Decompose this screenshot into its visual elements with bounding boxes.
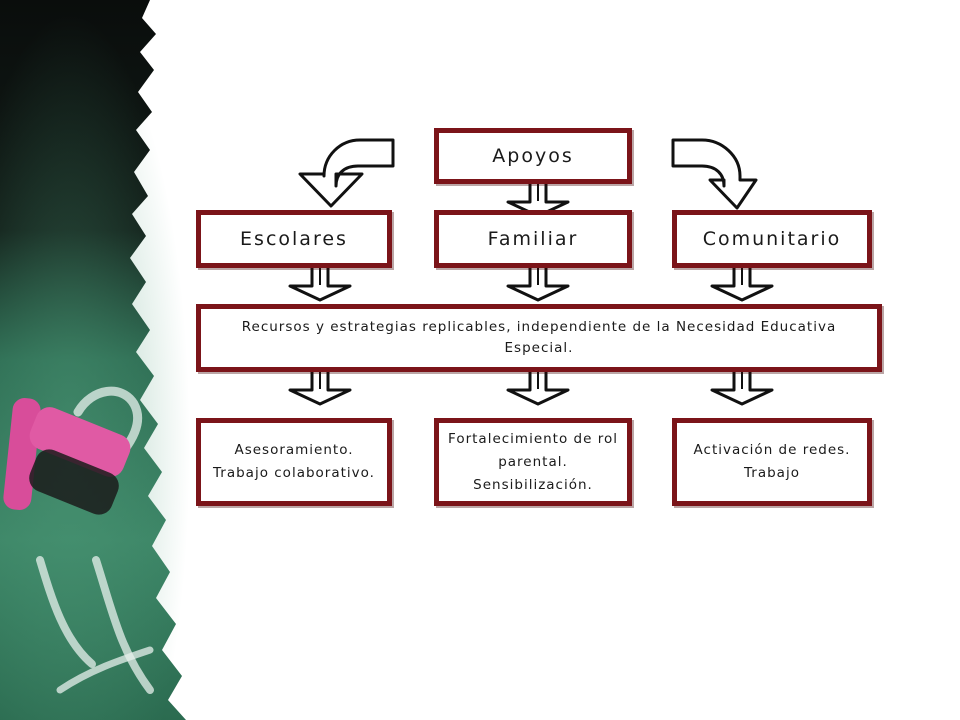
node-activacion-label: Activación de redes. Trabajo	[693, 442, 851, 481]
node-comunitario-label: Comunitario	[702, 228, 842, 250]
node-recursos: Recursos y estrategias replicables, inde…	[196, 304, 882, 372]
node-comunitario: Comunitario	[672, 210, 872, 268]
node-asesoramiento-label: Asesoramiento. Trabajo colaborativo.	[213, 442, 375, 481]
node-apoyos: Apoyos	[434, 128, 632, 184]
node-asesoramiento: Asesoramiento. Trabajo colaborativo.	[196, 418, 392, 506]
node-recursos-label: Recursos y estrategias replicables, inde…	[241, 319, 837, 356]
chalk-sticks-icon	[3, 398, 131, 515]
chalk-scribble	[36, 386, 154, 694]
node-familiar-label: Familiar	[487, 228, 579, 250]
node-apoyos-label: Apoyos	[492, 145, 574, 167]
node-fortalecimiento-label: Fortalecimiento de rol parental. Sensibi…	[448, 430, 618, 493]
node-fortalecimiento: Fortalecimiento de rol parental. Sensibi…	[434, 418, 632, 506]
node-familiar: Familiar	[434, 210, 632, 268]
node-escolares-label: Escolares	[240, 228, 348, 250]
node-escolares: Escolares	[196, 210, 392, 268]
node-activacion: Activación de redes. Trabajo	[672, 418, 872, 506]
